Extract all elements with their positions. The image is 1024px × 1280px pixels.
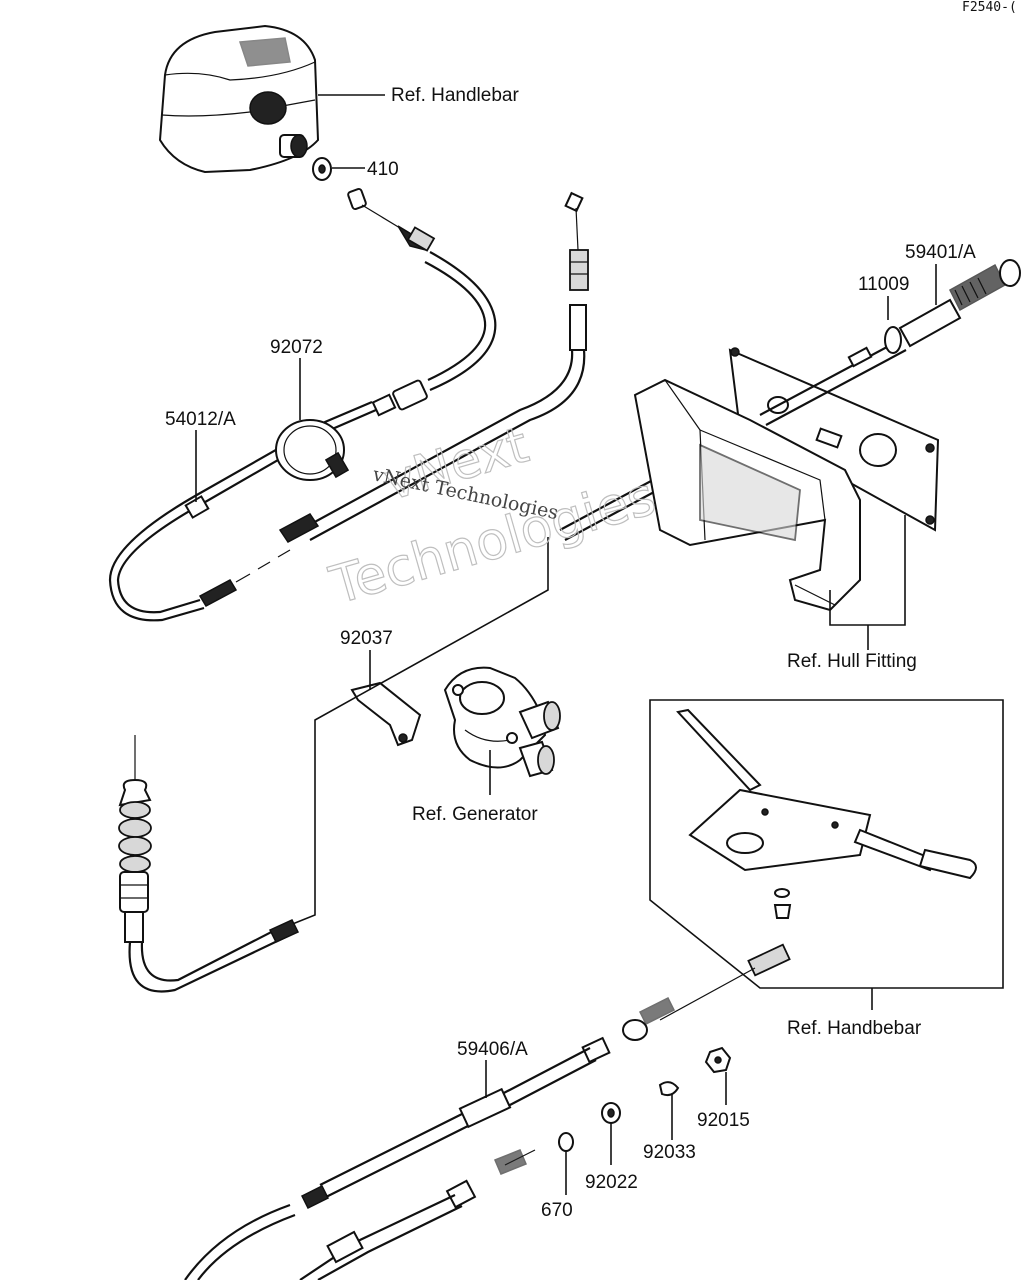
rod-59401a [759,259,1021,426]
cable-59406a [184,943,791,1280]
cable-54012a [108,187,497,622]
part-92022-label: 92022 [585,1172,638,1193]
ref-handlebar-bottom-label: Ref. Handbebar [787,1018,922,1039]
handlebar-inset-box [649,699,1004,989]
cable-bottom-second [299,1149,536,1280]
part-670-label: 670 [541,1200,573,1221]
part-11009-label: 11009 [858,274,909,295]
cable-upper-right [278,191,589,543]
part-92037-label: 92037 [340,628,393,649]
part-54012a-label: 54012/A [165,409,236,430]
part-92072-label: 92072 [270,337,323,358]
figure-code: F2540-( [962,0,1017,15]
circlip-92033 [658,1081,680,1097]
handlebar-switch-housing [158,24,320,174]
bracket-92037 [350,681,422,747]
cable-route-line [289,537,549,926]
oring-670 [558,1132,574,1152]
cable-lower-left [118,735,300,993]
part-92033-label: 92033 [643,1142,696,1163]
ref-generator-label: Ref. Generator [412,804,538,825]
part-410-label: 410 [367,159,399,180]
part-92015-label: 92015 [697,1110,750,1131]
part-59401a-label: 59401/A [905,242,976,263]
part-59406a-label: 59406/A [457,1039,528,1060]
hull-fitting [633,347,940,612]
ref-handlebar-top-label: Ref. Handlebar [391,85,519,106]
generator [443,666,561,778]
ref-hull-fitting-label: Ref. Hull Fitting [787,651,917,672]
clamp-92072 [275,419,350,481]
